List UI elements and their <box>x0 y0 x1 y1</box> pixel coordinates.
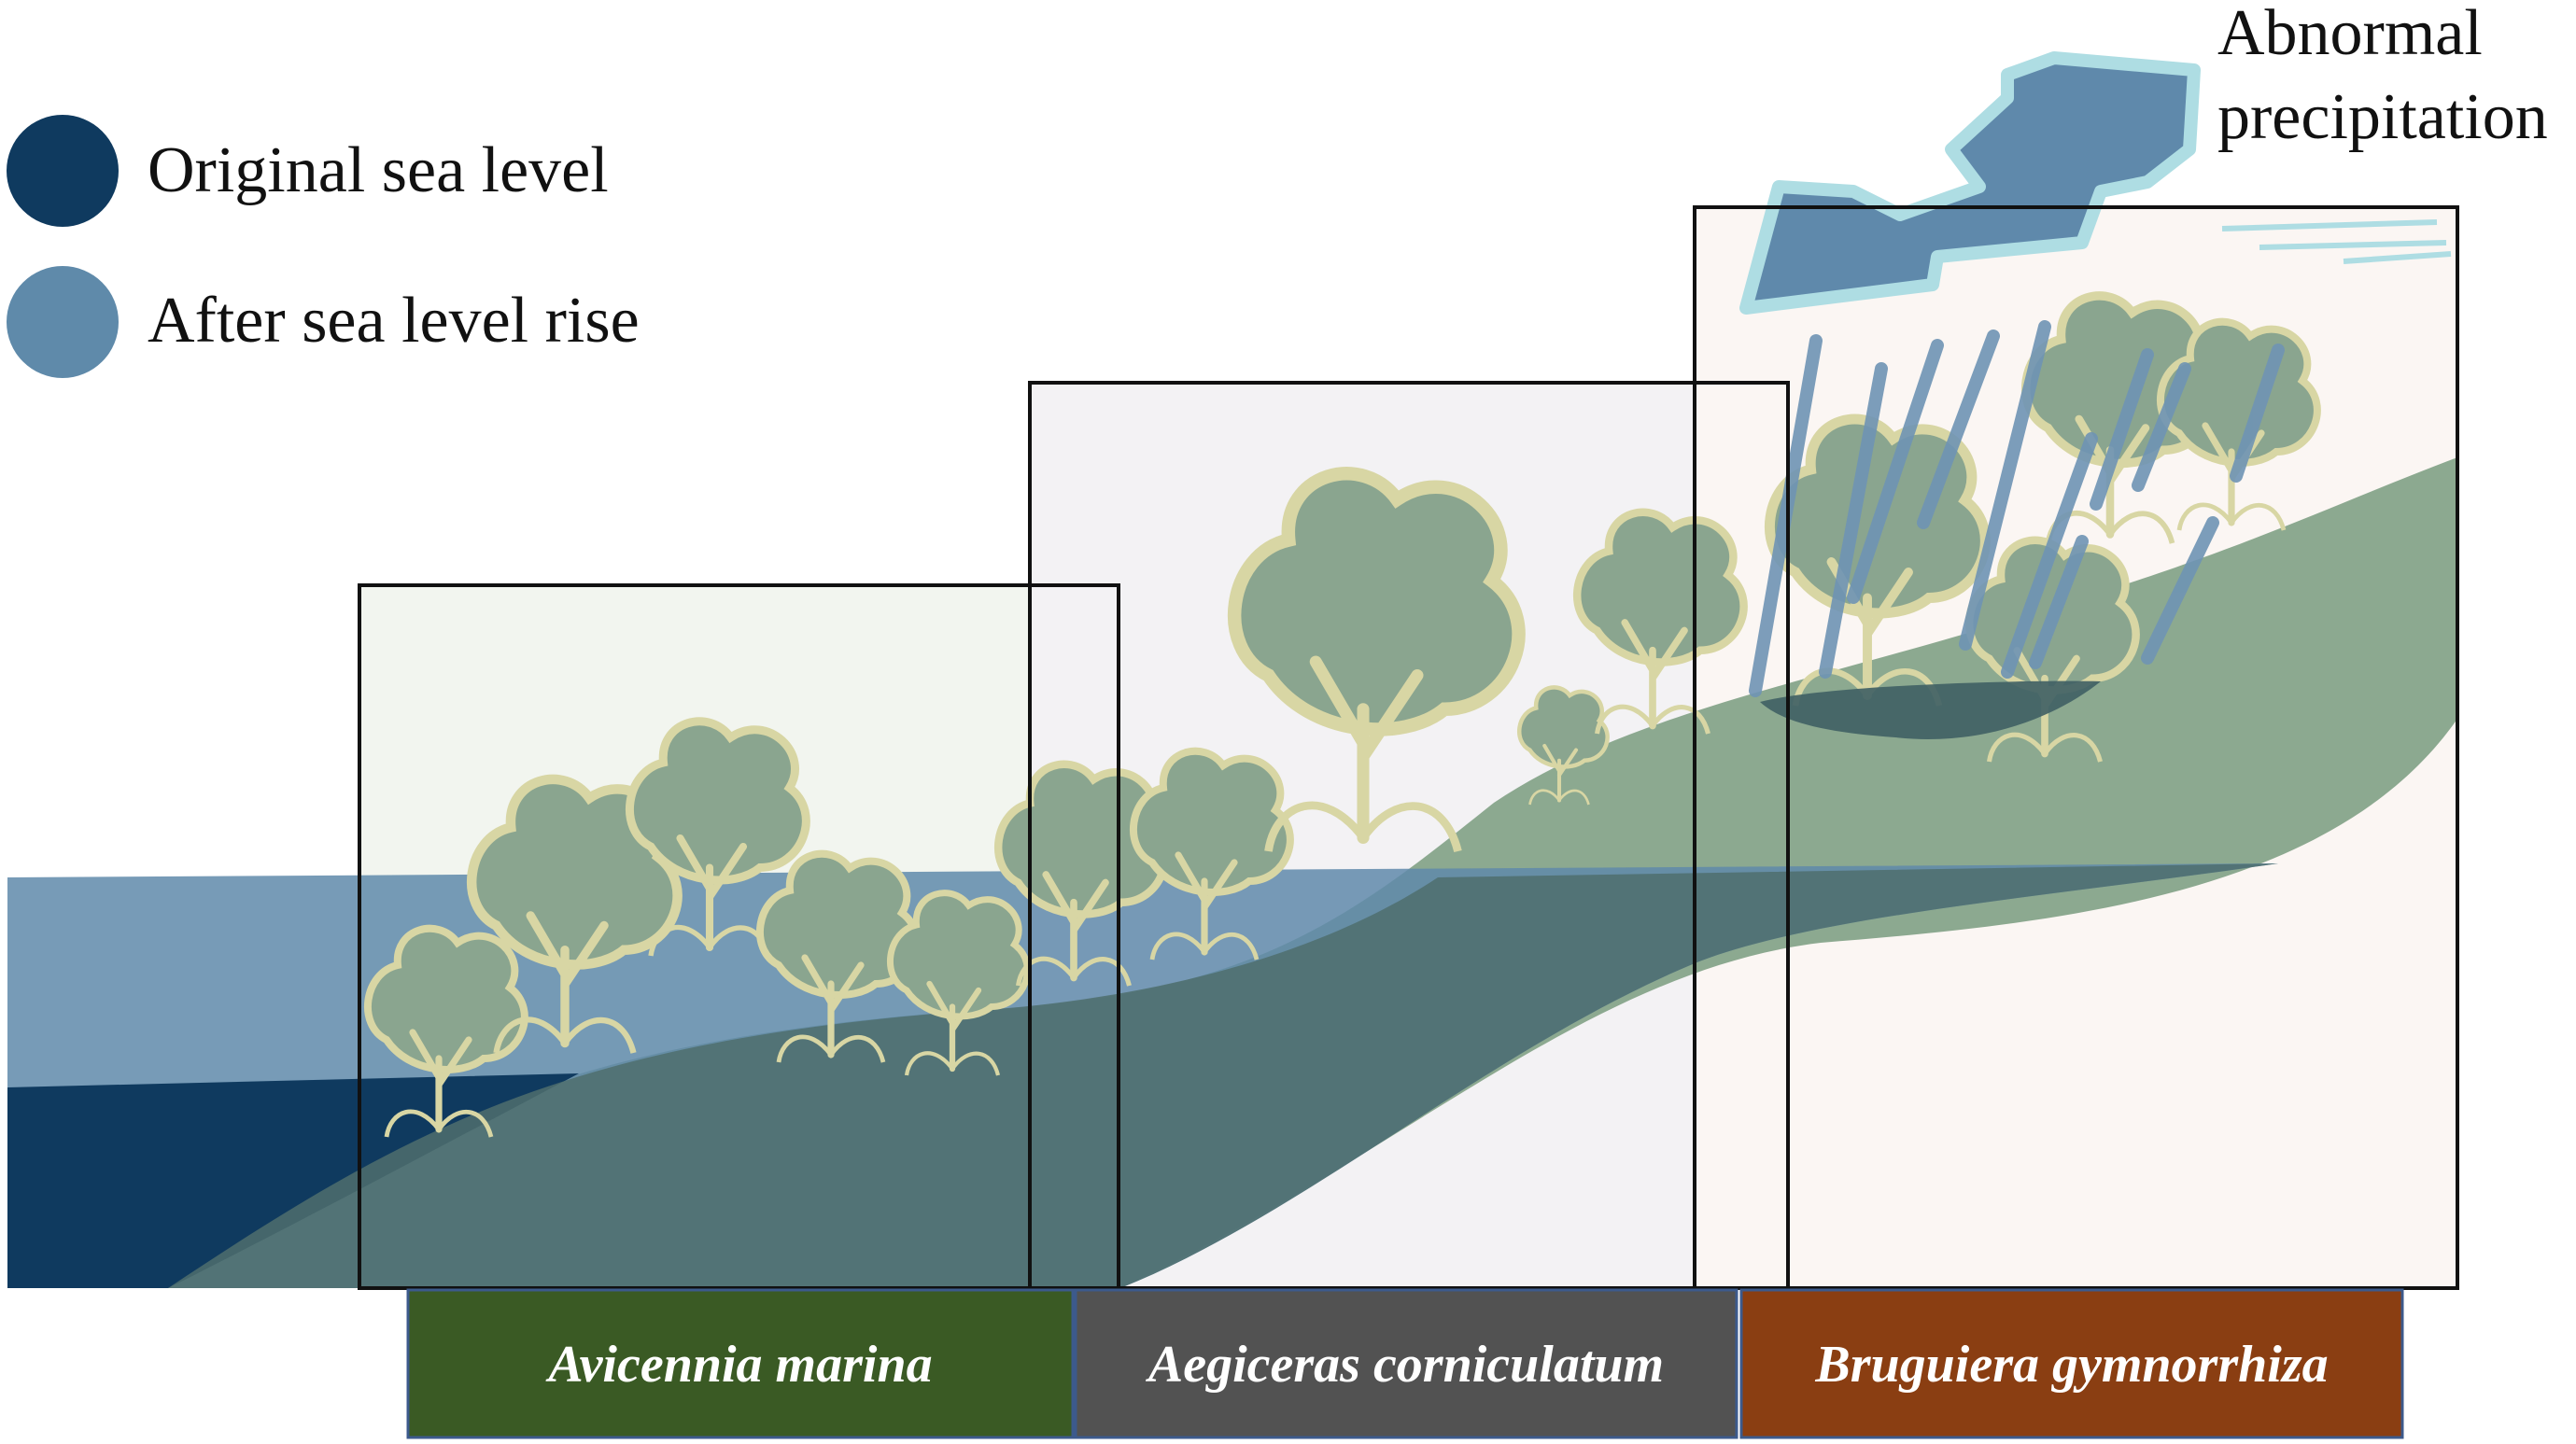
species-label-avicennia: Avicennia marina <box>545 1336 932 1394</box>
water-puddle <box>1760 680 2101 739</box>
species-box-bruguiera <box>1739 1288 2404 1439</box>
panel-outline-avicennia <box>358 583 1120 1290</box>
panel-outline-aegiceras <box>1028 381 1790 1290</box>
legend: Original sea level After sea level rise <box>7 115 640 378</box>
land-submerged <box>168 863 2278 1288</box>
precipitation-label-line2: precipitation <box>2217 81 2548 153</box>
species-box-avicennia <box>406 1288 1075 1439</box>
species-box-aegiceras <box>1074 1288 1738 1439</box>
species-label-aegiceras: Aegiceras corniculatum <box>1146 1336 1664 1394</box>
legend-swatch-after <box>7 266 119 378</box>
precipitation-label-line1: Abnormal <box>2217 0 2483 69</box>
legend-swatch-original <box>7 115 119 227</box>
legend-label-after: After sea level rise <box>148 285 640 357</box>
legend-label-original: Original sea level <box>148 134 609 206</box>
rain-icon <box>1749 320 2285 697</box>
panel-outline-bruguiera <box>1693 205 2459 1290</box>
species-label-bruguiera: Bruguiera gymnorrhiza <box>1814 1336 2328 1394</box>
species-label-bar: Avicennia marina Aegiceras corniculatum … <box>406 1288 2404 1439</box>
